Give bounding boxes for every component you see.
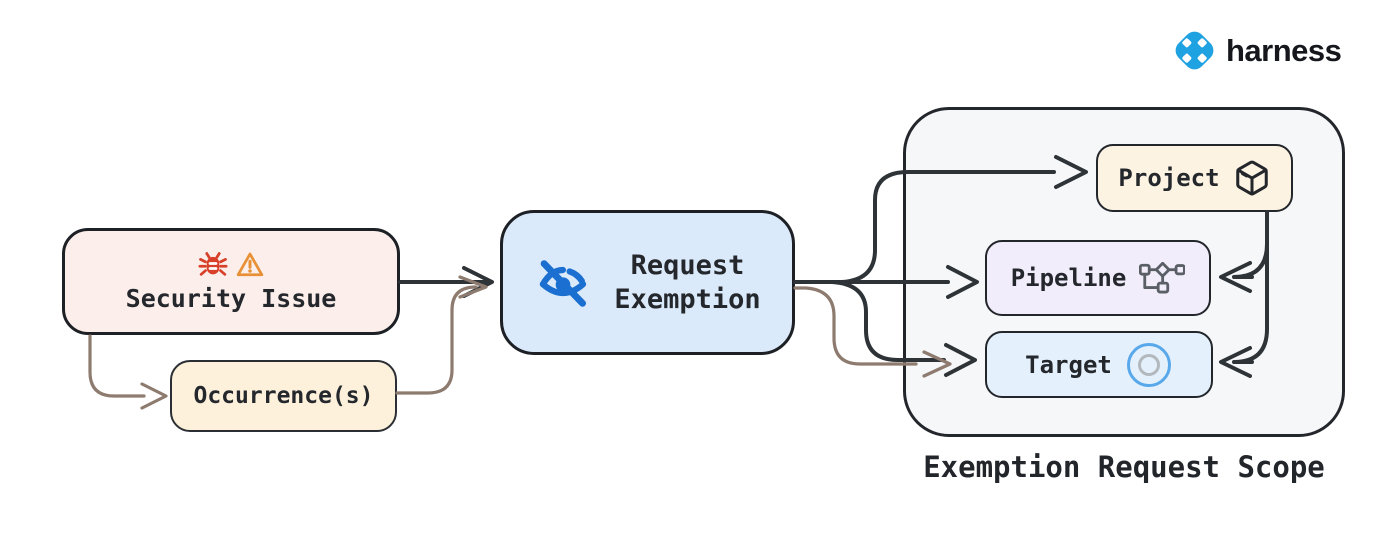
arrowhead-request-brown <box>458 275 488 299</box>
harness-logo: harness <box>1167 27 1342 74</box>
eye-off-icon <box>534 257 592 309</box>
bug-icon <box>198 250 228 280</box>
target-icon <box>1125 341 1173 389</box>
warning-icon <box>235 250 265 280</box>
edge-occurrence-scope-to-target <box>793 286 918 366</box>
arrowhead-occurrences <box>140 382 168 410</box>
node-occurrences: Occurrence(s) <box>170 360 397 432</box>
request-exemption-label: Request Exemption <box>614 249 761 315</box>
harness-wordmark: harness <box>1226 32 1342 68</box>
occurrences-label: Occurrence(s) <box>193 383 374 409</box>
project-label: Project <box>1118 164 1220 192</box>
pipeline-icon <box>1139 262 1186 294</box>
edge-occurrences-to-request <box>395 285 478 395</box>
security-issue-icons <box>198 250 265 280</box>
security-issue-label: Security Issue <box>125 284 337 313</box>
node-security-issue: Security Issue <box>62 228 400 335</box>
node-request-exemption: Request Exemption <box>500 210 795 355</box>
harness-logo-icon <box>1167 27 1222 74</box>
edge-security-to-occurrences <box>88 334 146 398</box>
target-label: Target <box>1025 350 1112 379</box>
package-icon <box>1233 159 1271 197</box>
node-pipeline: Pipeline <box>985 240 1211 316</box>
node-target: Target <box>985 331 1213 398</box>
node-project: Project <box>1096 144 1293 212</box>
pipeline-label: Pipeline <box>1010 264 1127 292</box>
arrowhead-request <box>462 266 494 298</box>
exemption-scope-caption: Exemption Request Scope <box>923 450 1325 484</box>
